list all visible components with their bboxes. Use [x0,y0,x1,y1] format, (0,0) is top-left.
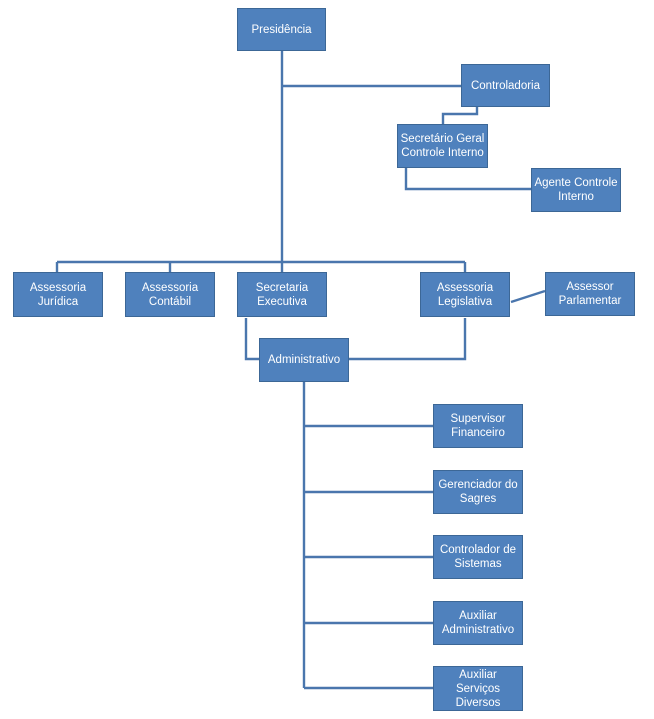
node-secretaria-executiva: Secretaria Executiva [237,272,327,317]
node-administrativo: Administrativo [259,338,349,382]
node-agente-controle: Agente Controle Interno [531,168,621,212]
node-assessoria-juridica: Assessoria Jurídica [13,272,103,317]
node-assessor-parlamentar: Assessor Parlamentar [545,272,635,316]
node-auxiliar-administrativo: Auxiliar Administrativo [433,601,523,645]
node-supervisor-financeiro: Supervisor Financeiro [433,404,523,448]
connector-line [244,318,259,361]
node-gerenciador-sagres: Gerenciador do Sagres [433,470,523,514]
node-presidencia: Presidência [237,8,326,51]
connector-line [404,168,531,191]
node-controlador-sistemas: Controlador de Sistemas [433,535,523,579]
node-auxiliar-servicos: Auxiliar Serviços Diversos [433,666,523,711]
node-assessoria-legislativa: Assessoria Legislativa [420,272,510,317]
connector-line [349,318,467,361]
node-assessoria-contabil: Assessoria Contábil [125,272,215,317]
node-secretario-geral: Secretário Geral Controle Interno [397,124,488,168]
connector-line [441,107,479,124]
connector-line [510,289,546,304]
node-controladoria: Controladoria [461,64,550,107]
